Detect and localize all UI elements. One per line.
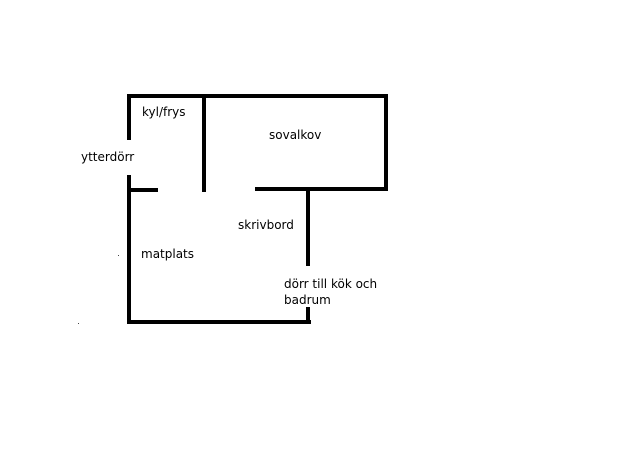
speck-mark [78,323,79,324]
room-label-dining: matplats [141,247,195,261]
speck-mark [118,255,119,256]
room-label-alcove: sovalkov [269,128,322,142]
room-label-front-door: ytterdörr [81,150,135,164]
room-label-desk: skrivbord [238,218,294,232]
room-label-kitchen-door: dörr till kök och badrum [284,277,378,307]
room-label-fridge: kyl/frys [142,105,186,119]
